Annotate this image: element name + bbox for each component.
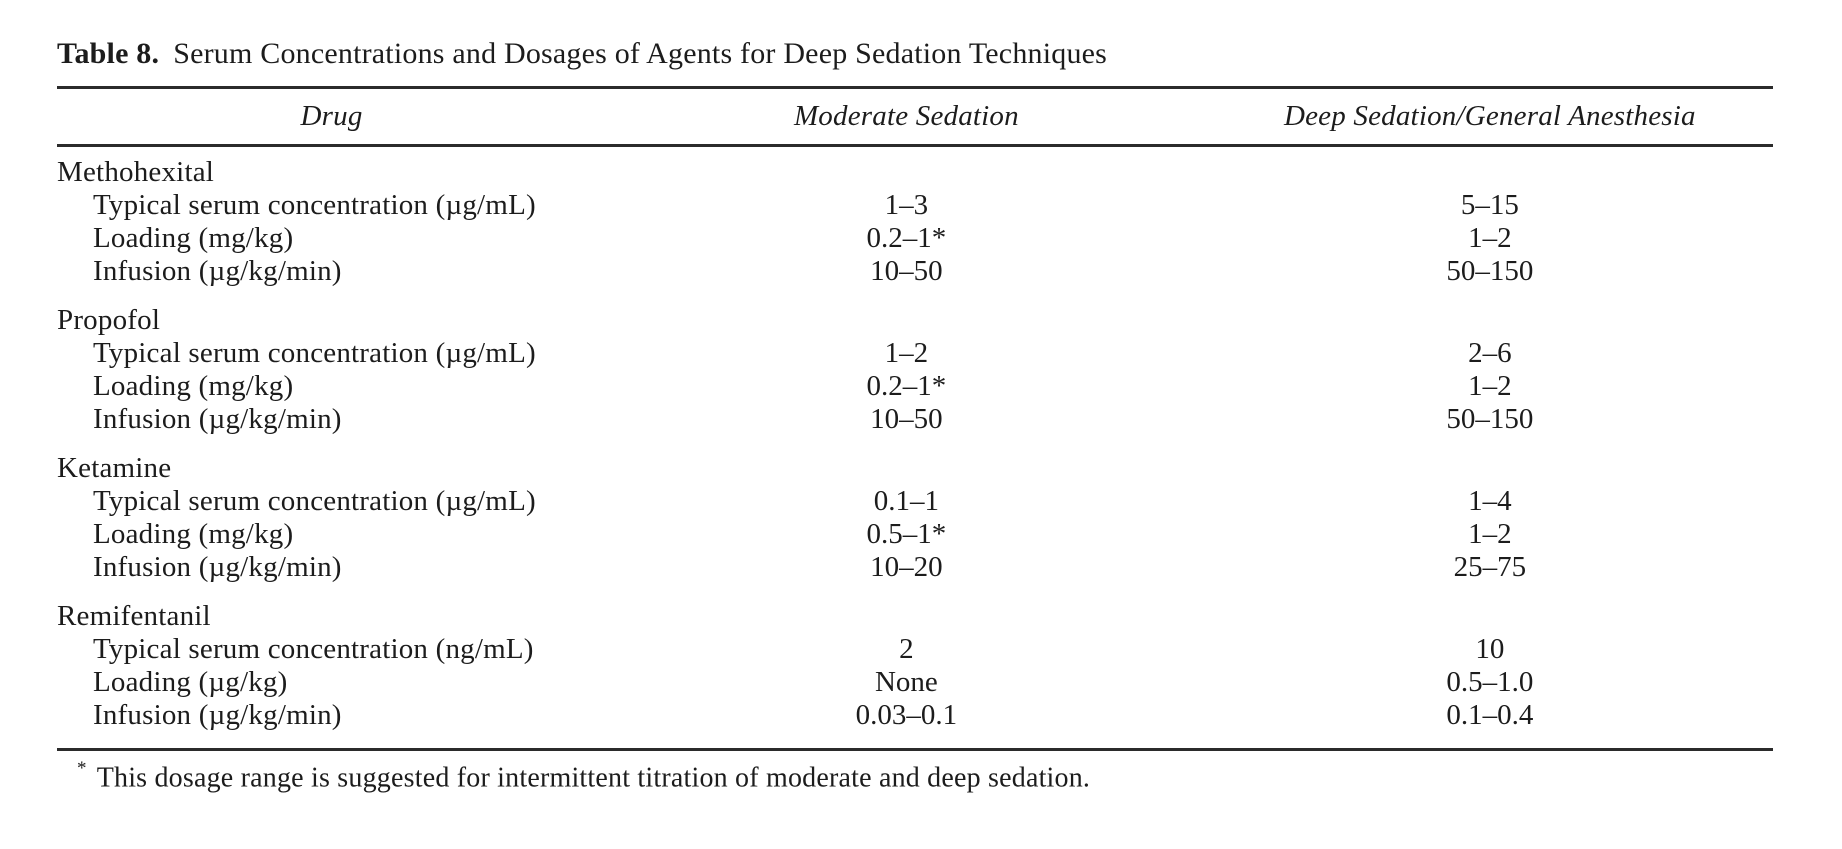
- footnote: * This dosage range is suggested for inte…: [77, 758, 1773, 794]
- column-header-drug: Drug: [57, 87, 607, 147]
- deep-value: 50–150: [1446, 255, 1534, 287]
- deep-value: 25–75: [1453, 551, 1527, 583]
- row-label: Infusion (µg/kg/min): [93, 403, 342, 435]
- moderate-value: 1–2: [884, 337, 929, 369]
- footnote-marker: *: [77, 758, 87, 779]
- row-label: Typical serum concentration (ng/mL): [93, 633, 534, 665]
- table-row: Loading (mg/kg) 0.5–1* 1–2: [57, 518, 1773, 551]
- moderate-value: 0.1–1: [873, 485, 940, 517]
- deep-value: 1–4: [1468, 485, 1512, 517]
- table-row: Infusion (µg/kg/min) 0.03–0.1 0.1–0.4: [57, 699, 1773, 750]
- table-row: Loading (µg/kg) None 0.5–1.0: [57, 666, 1773, 699]
- drug-group-row: Remifentanil: [57, 584, 1773, 633]
- row-label: Infusion (µg/kg/min): [93, 551, 342, 583]
- row-label: Loading (mg/kg): [93, 222, 294, 254]
- table-caption: Table 8. Serum Concentrations and Dosages…: [57, 36, 1773, 72]
- table-row: Typical serum concentration (µg/mL) 1–3 …: [57, 189, 1773, 222]
- table-caption-label: Table 8.: [57, 37, 160, 70]
- deep-value: 50–150: [1446, 403, 1534, 435]
- deep-value: 5–15: [1460, 189, 1519, 221]
- table-row: Infusion (µg/kg/min) 10–50 50–150: [57, 403, 1773, 436]
- deep-value: 1–2: [1468, 370, 1512, 402]
- table-caption-title: Serum Concentrations and Dosages of Agen…: [173, 37, 1108, 70]
- moderate-value: 10–50: [870, 255, 943, 287]
- moderate-value: 10–20: [870, 551, 943, 583]
- column-header-moderate-sedation: Moderate Sedation: [606, 87, 1207, 147]
- footnote-text: This dosage range is suggested for inter…: [96, 762, 1091, 794]
- moderate-value: 0.2–1*: [866, 222, 947, 254]
- drug-group-row: Ketamine: [57, 436, 1773, 485]
- sedation-dosage-table: Drug Moderate Sedation Deep Sedation/Gen…: [57, 86, 1773, 751]
- drug-name: Remifentanil: [57, 600, 211, 632]
- moderate-value: None: [874, 666, 938, 698]
- table-body: Methohexital Typical serum concentration…: [57, 146, 1773, 750]
- table-row: Infusion (µg/kg/min) 10–20 25–75: [57, 551, 1773, 584]
- table-row: Infusion (µg/kg/min) 10–50 50–150: [57, 255, 1773, 288]
- moderate-value: 2: [899, 633, 914, 665]
- table-row: Typical serum concentration (µg/mL) 1–2 …: [57, 337, 1773, 370]
- drug-group-row: Methohexital: [57, 146, 1773, 190]
- header-row: Drug Moderate Sedation Deep Sedation/Gen…: [57, 87, 1773, 147]
- moderate-value: 0.5–1*: [866, 518, 947, 550]
- moderate-value: 1–3: [884, 189, 929, 221]
- row-label: Typical serum concentration (µg/mL): [93, 485, 536, 517]
- deep-value: 0.1–0.4: [1446, 699, 1534, 731]
- row-label: Loading (mg/kg): [93, 518, 294, 550]
- deep-value: 1–2: [1468, 222, 1512, 254]
- moderate-value: 10–50: [870, 403, 943, 435]
- moderate-value: 0.2–1*: [866, 370, 947, 402]
- row-label: Typical serum concentration (µg/mL): [93, 189, 536, 221]
- table-row: Typical serum concentration (ng/mL) 2 10: [57, 633, 1773, 666]
- table-container: Table 8. Serum Concentrations and Dosages…: [57, 36, 1773, 794]
- table-row: Loading (mg/kg) 0.2–1* 1–2: [57, 370, 1773, 403]
- row-label: Infusion (µg/kg/min): [93, 699, 342, 731]
- drug-name: Propofol: [57, 304, 161, 336]
- table-row: Typical serum concentration (µg/mL) 0.1–…: [57, 485, 1773, 518]
- deep-value: 10: [1475, 633, 1505, 665]
- table-header: Drug Moderate Sedation Deep Sedation/Gen…: [57, 87, 1773, 147]
- moderate-value: 0.03–0.1: [855, 699, 958, 731]
- deep-value: 2–6: [1468, 337, 1512, 369]
- row-label: Loading (µg/kg): [93, 666, 288, 698]
- row-label: Loading (mg/kg): [93, 370, 294, 402]
- drug-name: Ketamine: [57, 452, 172, 484]
- deep-value: 0.5–1.0: [1446, 666, 1534, 698]
- drug-group-row: Propofol: [57, 288, 1773, 337]
- drug-name: Methohexital: [57, 156, 215, 188]
- table-row: Loading (mg/kg) 0.2–1* 1–2: [57, 222, 1773, 255]
- row-label: Infusion (µg/kg/min): [93, 255, 342, 287]
- deep-value: 1–2: [1468, 518, 1512, 550]
- row-label: Typical serum concentration (µg/mL): [93, 337, 536, 369]
- column-header-deep-sedation: Deep Sedation/General Anesthesia: [1206, 87, 1773, 147]
